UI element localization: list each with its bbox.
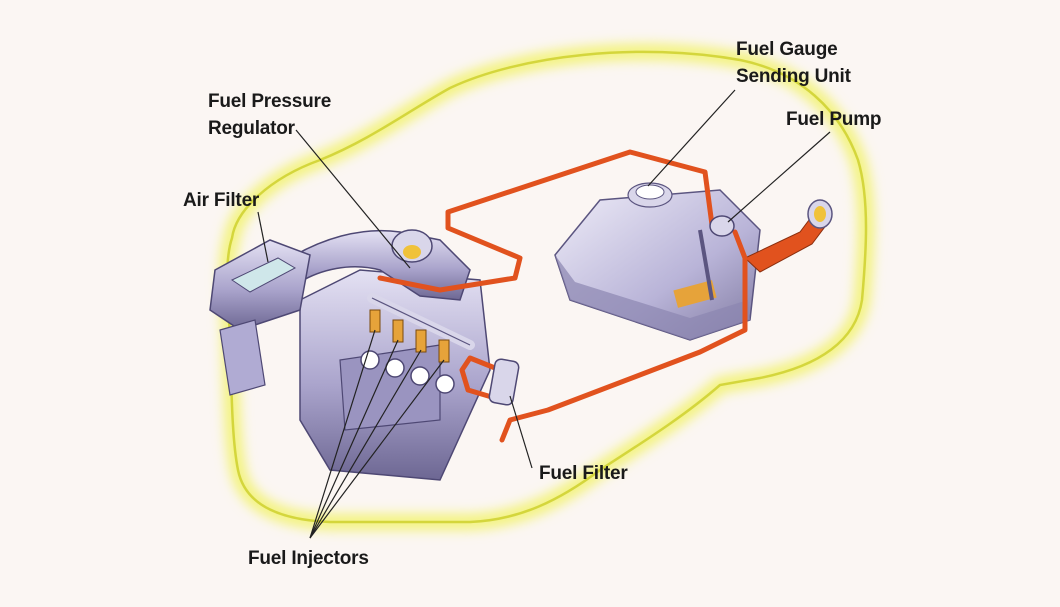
leader-injector-2 <box>309 339 399 539</box>
return-line <box>377 149 715 293</box>
leader-fuel-pressure-regulator <box>295 129 411 269</box>
label-fuel-pressure-regulator-line-1: Fuel Pressure <box>208 91 332 112</box>
label-fuel-injectors-text: Fuel Injectors <box>248 548 369 569</box>
car-body-outline <box>219 43 874 530</box>
label-fuel-injectors: Fuel Injectors <box>248 545 369 572</box>
label-fuel-pump: Fuel Pump <box>786 106 882 133</box>
fuel-filter-canister <box>488 358 520 406</box>
label-fuel-pressure-regulator: Fuel Pressure Regulator <box>208 88 331 142</box>
label-fuel-gauge-sending-unit: Fuel Gauge Sending Unit <box>736 36 851 90</box>
leader-fuel-filter <box>509 395 533 469</box>
filler-neck <box>744 199 833 273</box>
leader-injector-4 <box>309 359 445 539</box>
label-air-filter-text: Air Filter <box>183 190 260 211</box>
fuel-tank <box>554 182 761 341</box>
air-filter-housing <box>209 239 311 396</box>
label-fuel-filter-text: Fuel Filter <box>539 463 628 484</box>
fuel-injectors <box>369 309 450 363</box>
filter-feed-line <box>459 355 503 401</box>
supply-line <box>499 229 748 443</box>
label-fuel-gauge-line-2: Sending Unit <box>736 66 851 87</box>
label-air-filter: Air Filter <box>183 187 259 214</box>
leader-injector-1 <box>309 329 376 539</box>
label-fuel-pressure-regulator-line-2: Regulator <box>208 118 295 139</box>
leader-injector-3 <box>309 349 422 539</box>
leader-fuel-pump <box>727 131 831 223</box>
label-fuel-gauge-line-1: Fuel Gauge <box>736 39 838 60</box>
leader-lines <box>257 89 831 539</box>
intake-manifold <box>289 229 471 301</box>
leader-fuel-gauge <box>647 89 736 187</box>
fuel-lines <box>377 149 748 443</box>
label-fuel-filter: Fuel Filter <box>539 460 628 487</box>
leader-air-filter <box>257 211 269 263</box>
fuel-rail <box>367 293 475 350</box>
fuel-pump-body <box>709 215 735 237</box>
label-fuel-pump-text: Fuel Pump <box>786 109 882 130</box>
